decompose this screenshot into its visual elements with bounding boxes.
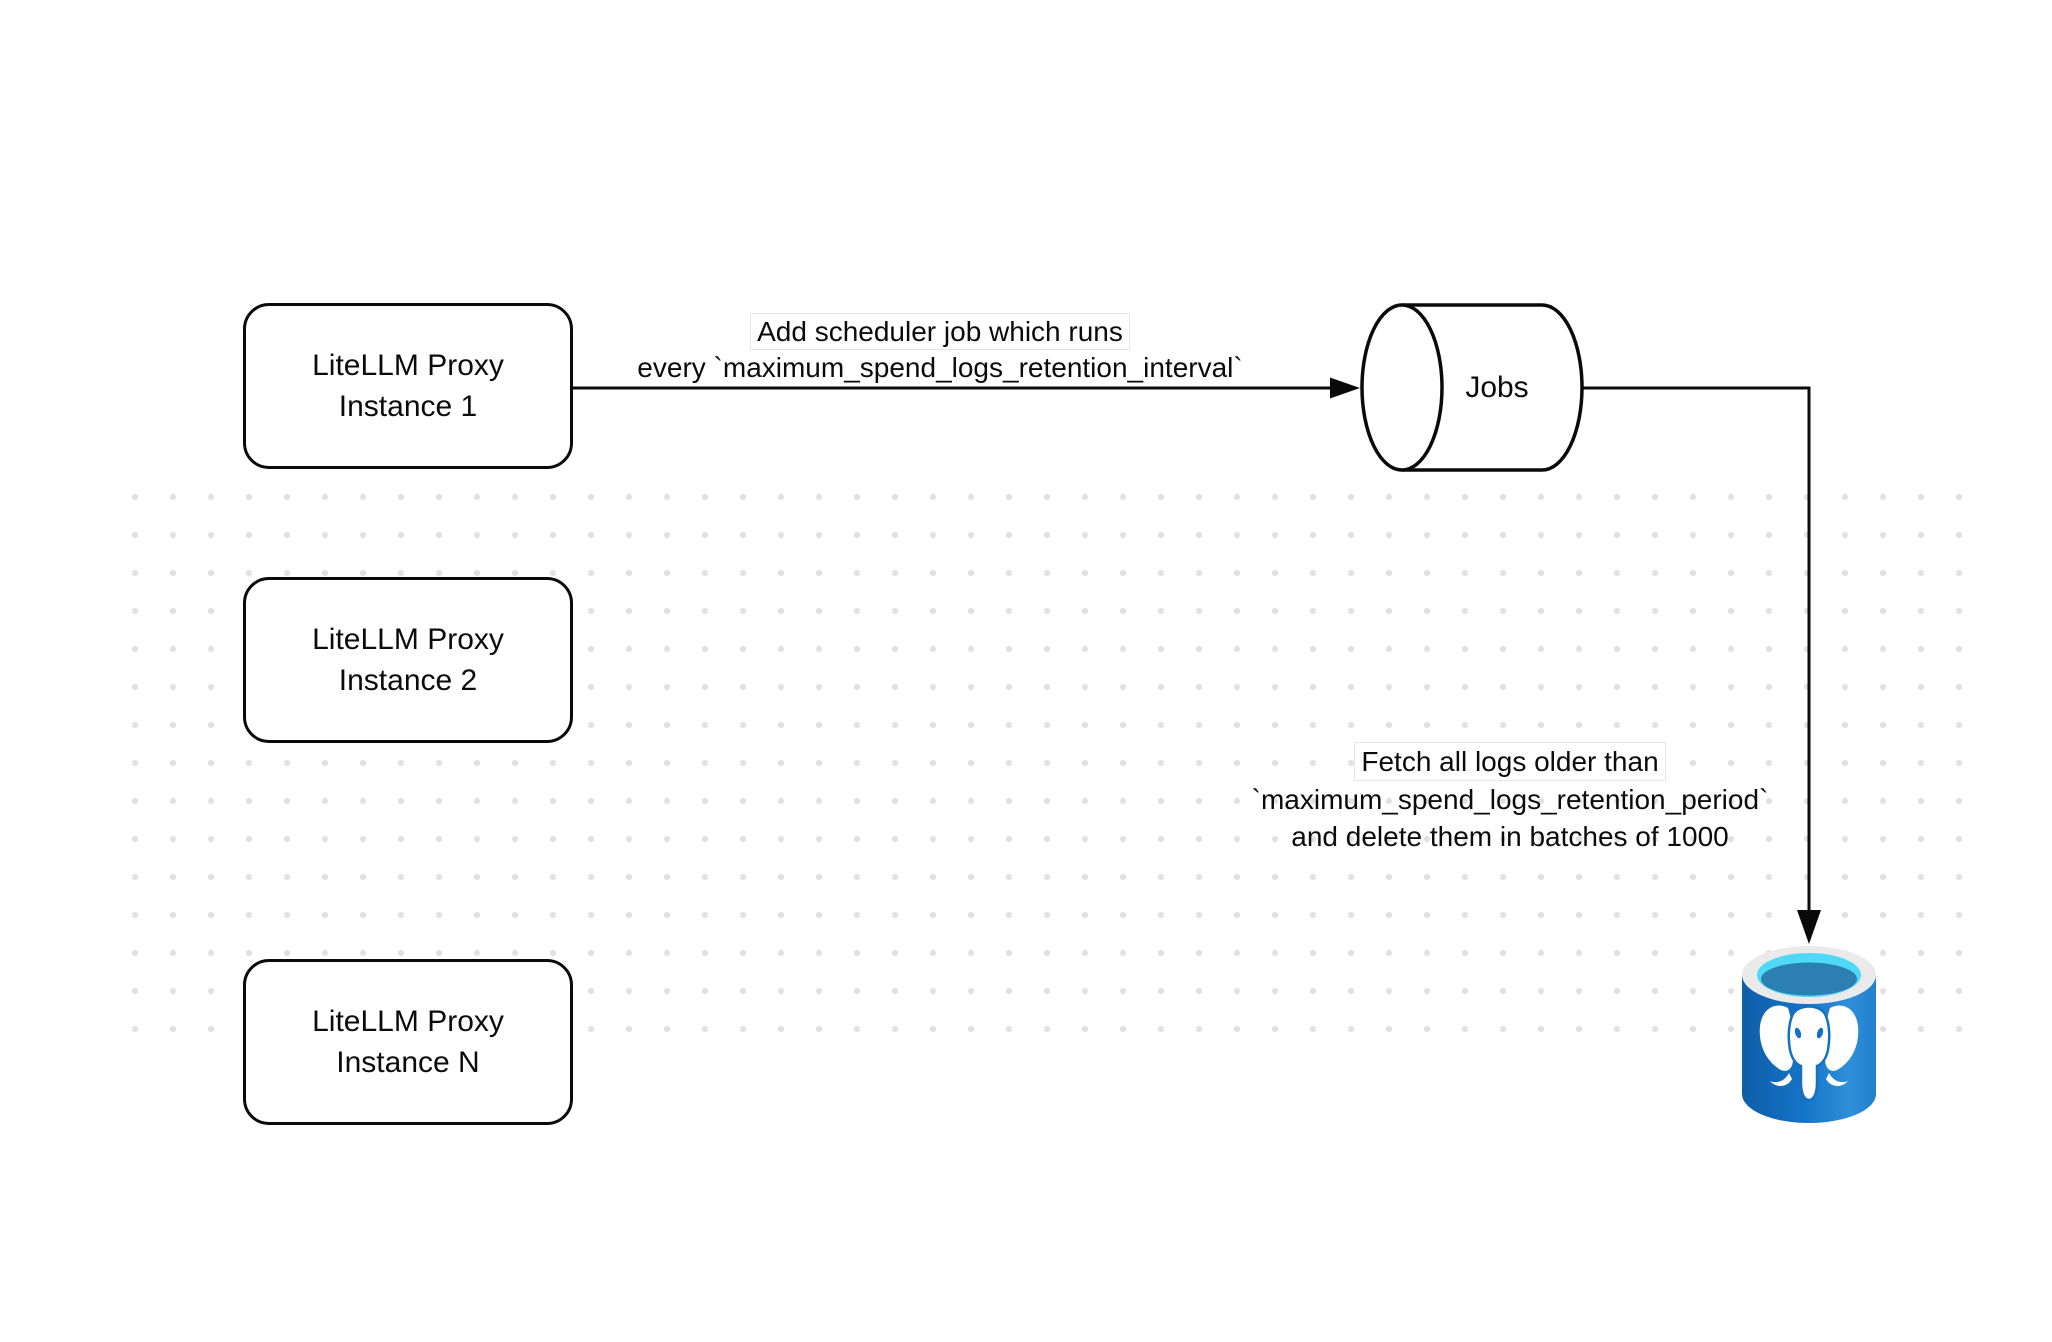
node-label: Instance 2 [338,664,478,697]
edge-label-line: every `maximum_spend_logs_retention_inte… [637,352,1243,383]
elephant-tusk-right [1826,1073,1848,1087]
elephant-eye-right [1816,1027,1824,1039]
scheduler-edge-label: Add scheduler job which runs every `maxi… [590,313,1290,385]
node-label: LiteLLM Proxy [312,623,504,656]
cleanup-arrowhead-icon [1797,910,1821,944]
elephant-right-ear [1825,1005,1859,1071]
edge-label-line: Add scheduler job which runs [750,313,1130,350]
node-litellm-proxy-instance-n: LiteLLM Proxy Instance N [243,959,573,1125]
postgresql-icon [1742,946,1876,1123]
node-litellm-proxy-instance-2: LiteLLM Proxy Instance 2 [243,577,573,743]
cleanup-connector-line [1582,386,1811,912]
jobs-cylinder-cap [1360,303,1444,472]
node-litellm-proxy-instance-1: LiteLLM Proxy Instance 1 [243,303,573,469]
node-label: Instance N [336,1046,480,1079]
jobs-queue-cylinder [1360,303,1584,472]
elephant-tusk-left [1770,1073,1792,1087]
cleanup-edge-label: Fetch all logs older than `maximum_spend… [1190,742,1830,855]
postgres-elephant-icon [1759,1005,1859,1102]
edge-label-line: `maximum_spend_logs_retention_period` [1251,784,1769,815]
node-label: LiteLLM Proxy [312,1005,504,1038]
dot-grid-background [116,478,1978,1050]
edge-label-line: and delete them in batches of 1000 [1291,821,1729,852]
edge-label-line: Fetch all logs older than [1354,742,1666,781]
scheduler-arrowhead-icon [1330,377,1360,399]
node-label: LiteLLM Proxy [312,349,504,382]
elephant-eye-left [1794,1027,1802,1039]
jobs-node-label: Jobs [1465,371,1529,404]
elephant-left-ear [1759,1005,1793,1071]
node-label: Instance 1 [338,390,478,423]
db-top-inner-shadow [1761,962,1857,996]
jobs-cylinder-body [1402,303,1584,472]
